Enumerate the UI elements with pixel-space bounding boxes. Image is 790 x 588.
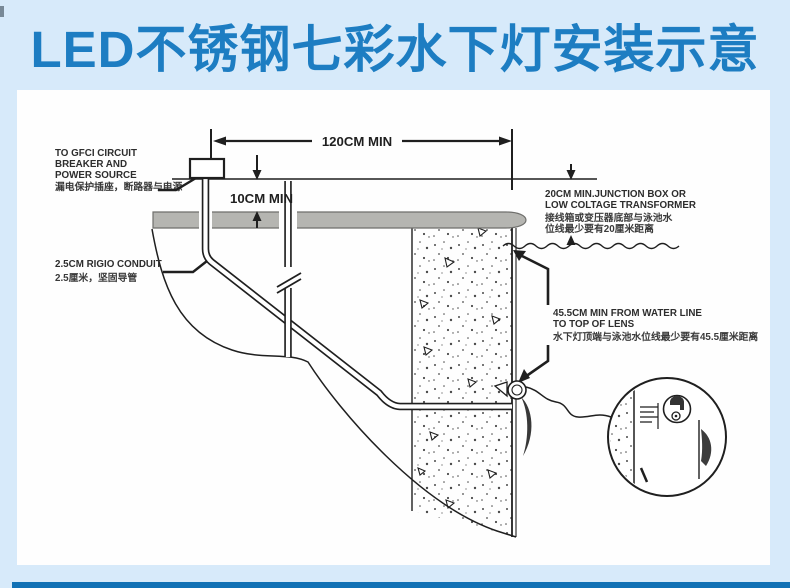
conduit-label: 2.5CM RIGIO CONDUIT 2.5厘米，坚固导管 [55, 259, 208, 284]
junction-label-line-2: LOW COLTAGE TRANSFORMER [545, 200, 696, 211]
footer-bar [12, 582, 790, 588]
underwater-light [493, 380, 612, 456]
dimension-10cm: 10CM MIN [230, 155, 293, 228]
conduit-leader-line [163, 260, 208, 274]
header-banner: LED不锈钢七彩水下灯安装示意 [0, 0, 790, 90]
water-line [502, 242, 680, 250]
detail-circle [607, 377, 727, 497]
dim-10cm-label: 10CM MIN [230, 191, 293, 206]
light-lens-inner [511, 384, 523, 396]
junction-box [188, 157, 226, 180]
concrete-wall [411, 227, 517, 537]
ground-curve [151, 228, 517, 538]
conduit-label-zh: 2.5厘米，坚固导管 [55, 271, 137, 284]
cable-loop-crescent [521, 397, 532, 456]
gfci-label-line-3: POWER SOURCE [55, 170, 137, 181]
conduit-pipe [201, 178, 512, 411]
detail-mount-bracket [640, 403, 659, 429]
light-lens-outer [507, 380, 527, 400]
junction-label-zh-1: 接线箱或变压器底部与泳池水 [545, 211, 673, 224]
lens-label-line-1: 45.5CM MIN FROM WATER LINE [553, 308, 702, 319]
lens-label-line-2: TO TOP OF LENS [553, 319, 635, 330]
dim-120cm-label: 120CM MIN [322, 134, 392, 149]
conduit-stub [276, 181, 302, 357]
gfci-label-line-1: TO GFCI CIRCUIT [55, 148, 137, 159]
light-anchor-wedge [493, 381, 508, 398]
conduit-label-en: 2.5CM RIGIO CONDUIT [55, 259, 162, 270]
detail-niche-shadow [701, 429, 712, 466]
corner-artifact [0, 6, 4, 17]
light-cable [525, 386, 612, 418]
pipe-break-symbol [276, 272, 302, 294]
junction-label-zh-2: 位线最少要有20厘米距离 [545, 222, 654, 235]
lens-label-zh: 水下灯顶端与泳池水位线最少要有45.5厘米距离 [553, 330, 758, 343]
gfci-label-line-2: BREAKER AND [55, 159, 127, 170]
gfci-leader-line [158, 176, 197, 192]
aggregate-triangles [417, 227, 502, 509]
lens-clearance-label: 45.5CM MIN FROM WATER LINE TO TOP OF LEN… [513, 250, 758, 383]
junction-clearance-label: 20CM MIN.JUNCTION BOX OR LOW COLTAGE TRA… [545, 164, 696, 245]
page-title: LED不锈钢七彩水下灯安装示意 [30, 21, 760, 78]
junction-label-line-1: 20CM MIN.JUNCTION BOX OR [545, 189, 686, 200]
dimension-120cm: 120CM MIN [213, 129, 513, 190]
gfci-label: TO GFCI CIRCUIT BREAKER AND POWER SOURCE… [55, 148, 197, 193]
gfci-label-zh: 漏电保护插座，断路器与电源 [55, 180, 183, 193]
